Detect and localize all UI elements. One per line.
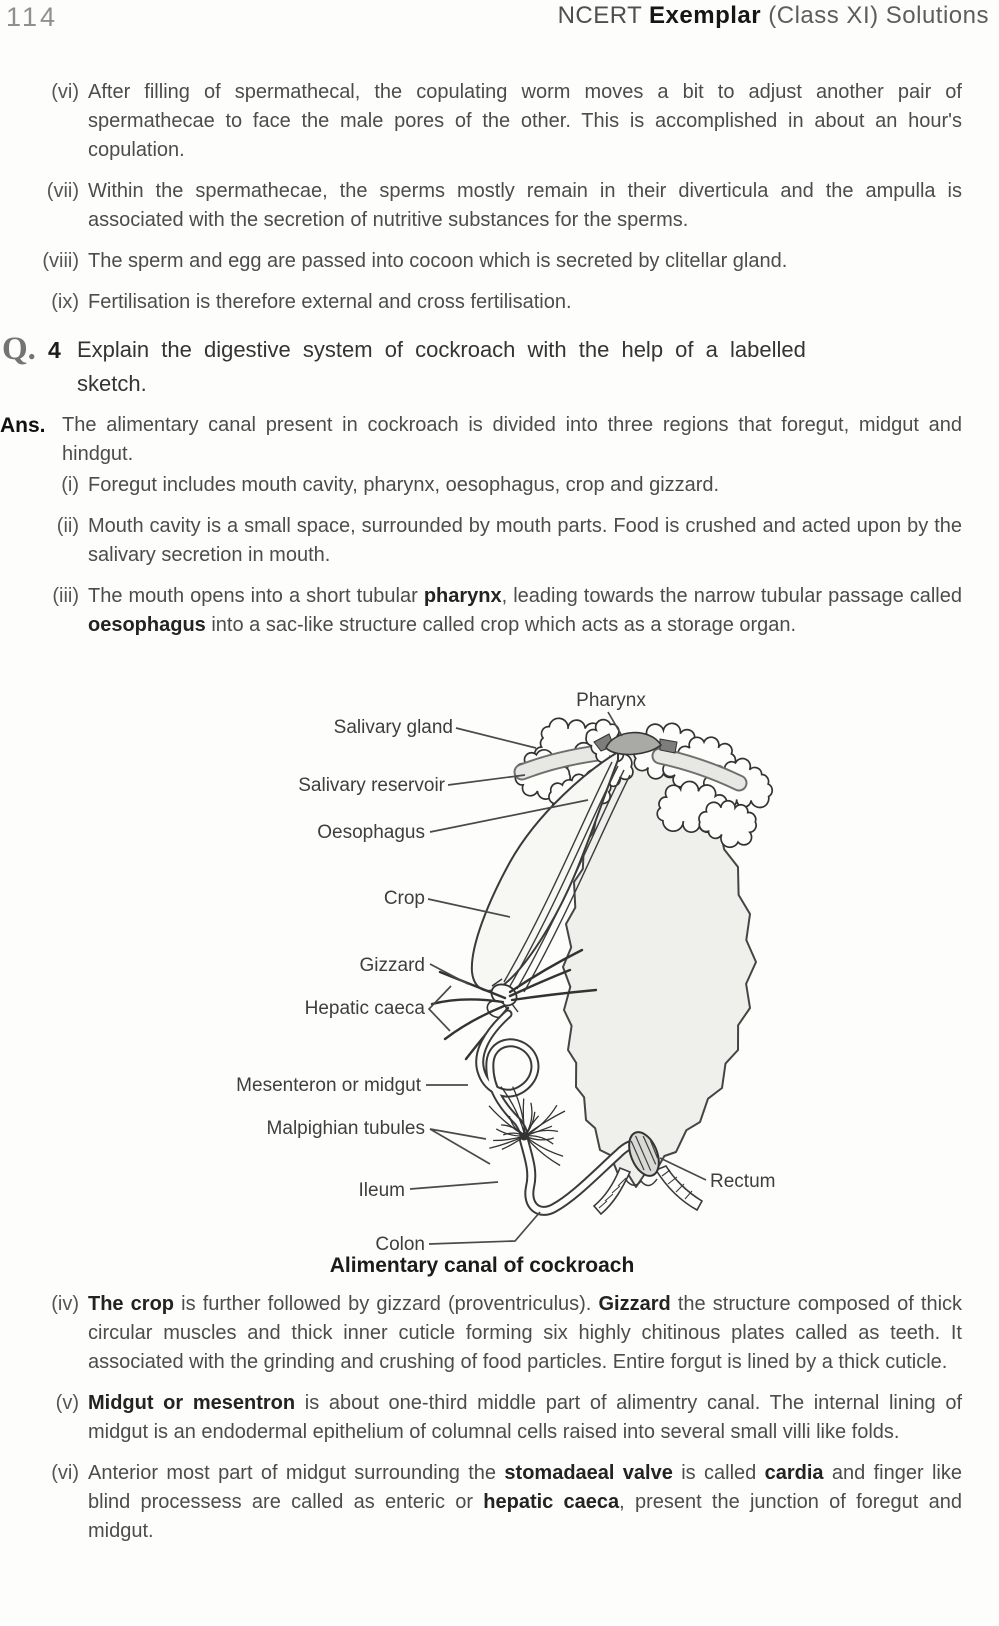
item-text: The mouth opens into a short tubular pha…	[88, 585, 962, 636]
malpighian-tubules-shape	[488, 1086, 566, 1167]
label-crop: Crop	[384, 888, 425, 909]
header-title-brand: Exemplar	[649, 2, 762, 29]
item-marker: (iii)	[52, 585, 79, 607]
answer-intro: The alimentary canal present in cockroac…	[62, 414, 962, 465]
list-item: (viii) The sperm and egg are passed into…	[0, 247, 999, 276]
alimentary-canal-figure: Pharynx Salivary gland Salivary reservoi…	[148, 652, 848, 1278]
mesenteron-shape	[475, 1009, 540, 1141]
item-marker: (ii)	[56, 515, 79, 537]
label-malpighian-tubules: Malpighian tubules	[267, 1118, 425, 1139]
alimentary-canal-diagram: Pharynx Salivary gland Salivary reservoi…	[236, 690, 775, 1252]
question-block: Q. 4 Explain the digestive system of coc…	[0, 333, 999, 401]
label-salivary-gland: Salivary gland	[334, 717, 453, 738]
item-text: Mouth cavity is a small space, surrounde…	[88, 515, 962, 566]
label-oesophagus: Oesophagus	[317, 822, 425, 843]
label-rectum: Rectum	[710, 1171, 775, 1192]
salivary-gland-right-frills	[656, 780, 757, 849]
item-text: The crop is further followed by gizzard …	[88, 1293, 963, 1373]
item-marker: (vi)	[51, 81, 79, 103]
gizzard-shape	[486, 978, 519, 1019]
detail-points-list: (iv) The crop is further followed by giz…	[0, 1290, 999, 1546]
leader-lines	[409, 711, 707, 1245]
item-text: The sperm and egg are passed into cocoon…	[88, 250, 788, 272]
list-item: (vii) Within the spermathecae, the sperm…	[0, 177, 999, 235]
item-text: Fertilisation is therefore external and …	[88, 291, 572, 313]
item-marker: (ix)	[51, 291, 79, 313]
page-number: 114	[6, 2, 59, 32]
list-item: (ix) Fertilisation is therefore external…	[0, 288, 999, 317]
label-pharynx: Pharynx	[576, 690, 646, 711]
list-item: (ii) Mouth cavity is a small space, surr…	[0, 512, 999, 570]
list-item: (v) Midgut or mesentron is about one-thi…	[0, 1389, 999, 1447]
earthworm-points-list: (vi) After filling of spermathecal, the …	[0, 78, 999, 317]
colon-tube-shape	[519, 1135, 646, 1216]
list-item: (iv) The crop is further followed by giz…	[0, 1290, 999, 1377]
list-item: (i) Foregut includes mouth cavity, phary…	[0, 471, 999, 500]
item-marker: (i)	[61, 474, 79, 496]
item-marker: (viii)	[42, 250, 79, 272]
header-title-pre: NCERT	[557, 2, 650, 29]
page-header: 114 NCERT Exemplar (Class XI) Solutions	[0, 0, 999, 38]
item-marker: (v)	[55, 1392, 79, 1414]
question-line-2: sketch.	[77, 371, 147, 396]
item-marker: (iv)	[51, 1293, 79, 1315]
header-title: NCERT Exemplar (Class XI) Solutions	[558, 2, 989, 30]
item-text: Within the spermathecae, the sperms most…	[88, 180, 962, 231]
question-label: Q.	[2, 331, 36, 367]
label-mesenteron: Mesenteron or midgut	[236, 1075, 422, 1096]
list-item: (iii) The mouth opens into a short tubul…	[0, 582, 999, 640]
question-text: Explain the digestive system of cockroac…	[77, 333, 999, 401]
item-text: Anterior most part of midgut surrounding…	[88, 1462, 962, 1542]
oesophagus-shape	[503, 761, 631, 993]
item-text: Midgut or mesentron is about one-third m…	[88, 1392, 963, 1443]
list-item: (vi) Anterior most part of midgut surrou…	[0, 1459, 999, 1546]
header-title-post: (Class XI) Solutions	[761, 2, 989, 29]
question-line-1: Explain the digestive system of cockroac…	[77, 337, 806, 362]
hepatic-caeca-shape	[430, 948, 598, 1061]
item-marker: (vi)	[51, 1462, 79, 1484]
pharynx-shape	[593, 731, 678, 756]
digestive-points-list: (i) Foregut includes mouth cavity, phary…	[0, 471, 999, 640]
answer-block: Ans. The alimentary canal present in coc…	[0, 411, 999, 469]
cerci-shapes	[592, 1165, 704, 1216]
answer-label: Ans.	[0, 414, 46, 437]
figure-caption: Alimentary canal of cockroach	[329, 1254, 635, 1277]
label-colon: Colon	[375, 1234, 425, 1252]
item-text: Foregut includes mouth cavity, pharynx, …	[88, 474, 720, 496]
label-hepatic-caeca: Hepatic caeca	[305, 998, 426, 1019]
item-text: After filling of spermathecal, the copul…	[88, 81, 962, 161]
question-number: 4	[48, 337, 61, 363]
label-gizzard: Gizzard	[360, 955, 425, 976]
diagram-labels: Pharynx Salivary gland Salivary reservoi…	[236, 690, 775, 1252]
item-marker: (vii)	[46, 180, 79, 202]
rectum-shape	[628, 1131, 660, 1177]
list-item: (vi) After filling of spermathecal, the …	[0, 78, 999, 165]
salivary-reservoir-shapes	[513, 744, 748, 792]
label-ileum: Ileum	[359, 1180, 405, 1201]
label-salivary-reservoir: Salivary reservoir	[298, 775, 445, 796]
